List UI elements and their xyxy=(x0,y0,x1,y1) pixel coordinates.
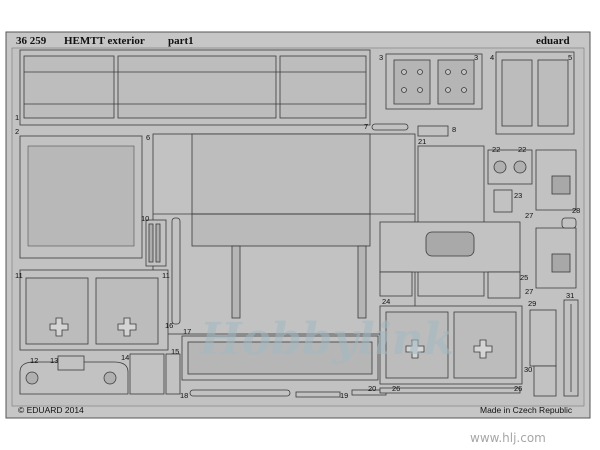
part-number: 12 xyxy=(30,356,39,365)
watermark-url: www.hlj.com xyxy=(470,431,546,445)
part-number: 23 xyxy=(514,191,523,200)
part-number: 18 xyxy=(180,391,189,400)
set-part: part1 xyxy=(168,35,194,47)
part-number: 26 xyxy=(514,384,523,393)
part-number: 16 xyxy=(165,321,174,330)
part-number: 5 xyxy=(568,53,573,62)
part-number: 30 xyxy=(524,365,533,374)
part-number: 22 xyxy=(518,145,527,154)
part-number: 27 xyxy=(525,287,534,296)
set-title: HEMTT exterior xyxy=(64,35,145,47)
part-number: 11 xyxy=(15,271,23,280)
part-number: 8 xyxy=(452,125,457,134)
part-number: 1 xyxy=(15,113,20,122)
part-number: 6 xyxy=(146,133,151,142)
part-number: 11 xyxy=(162,271,170,280)
origin-text: Made in Czech Republic xyxy=(480,405,573,415)
watermark-logo: Hobbylink xyxy=(200,314,454,365)
copyright-text: © EDUARD 2014 xyxy=(18,405,84,415)
part-number: 21 xyxy=(418,137,427,146)
part-number: 13 xyxy=(50,356,59,365)
part-number: 28 xyxy=(572,206,581,215)
part-number: 29 xyxy=(528,299,537,308)
part-number: 14 xyxy=(121,353,130,362)
part-number: 22 xyxy=(492,145,501,154)
part-number: 27 xyxy=(525,211,534,220)
part-number: 26 xyxy=(392,384,401,393)
set-number: 36 259 xyxy=(16,35,47,47)
part-number: 19 xyxy=(340,391,349,400)
brand-logo: eduard xyxy=(536,35,570,47)
part-number: 7 xyxy=(364,122,369,131)
part-number: 31 xyxy=(566,291,575,300)
part-number: 25 xyxy=(520,273,529,282)
part-number: 10 xyxy=(141,214,150,223)
part-number: 3 xyxy=(474,53,479,62)
part-number: 2 xyxy=(15,127,20,136)
part-number: 24 xyxy=(382,297,391,306)
part-number: 3 xyxy=(379,53,384,62)
part-number: 15 xyxy=(171,347,180,356)
part-number: 20 xyxy=(368,384,377,393)
part-number: 4 xyxy=(490,53,495,62)
part-number: 17 xyxy=(183,327,192,336)
